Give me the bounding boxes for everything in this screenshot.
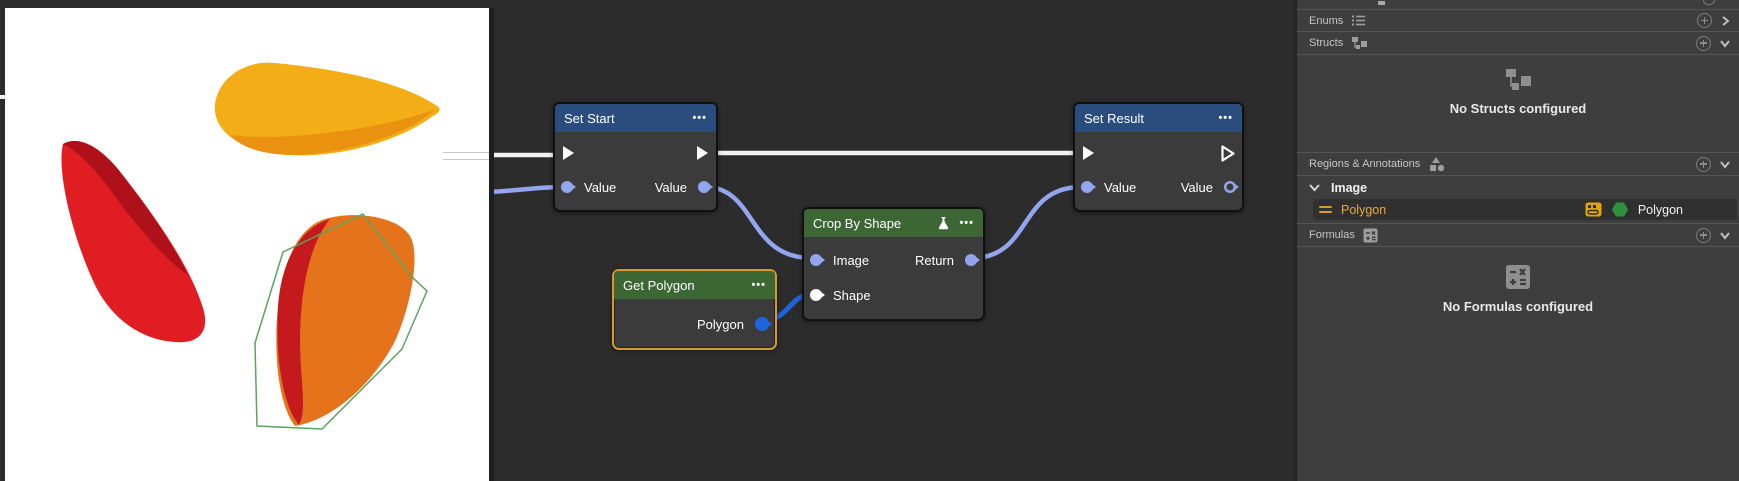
region-item-polygon[interactable]: Polygon Polygon bbox=[1313, 199, 1737, 220]
value-out-label: Value bbox=[1180, 179, 1213, 195]
exec-out-pin-hollow[interactable] bbox=[1220, 144, 1236, 163]
structs-label: Structs bbox=[1309, 37, 1344, 49]
shape-in-port[interactable] bbox=[810, 289, 825, 301]
orange-blob-shade bbox=[277, 219, 330, 425]
value-in-port[interactable] bbox=[1081, 181, 1096, 193]
section-partial-top bbox=[1297, 0, 1739, 10]
red-blob-shade bbox=[63, 141, 188, 275]
polygon-annotation-outline bbox=[254, 213, 428, 430]
value-pin-row: Value Value bbox=[555, 174, 716, 200]
node-title: Crop By Shape bbox=[813, 215, 902, 231]
node-crop-by-shape[interactable]: Crop By Shape ••• Image Return Shape bbox=[802, 207, 985, 321]
node-set-result[interactable]: Set Result ••• Value Value bbox=[1073, 102, 1244, 212]
wire-data-crop-return-to-set-result-value[interactable] bbox=[969, 184, 1083, 261]
image-group-row[interactable]: Image bbox=[1297, 176, 1739, 199]
shape-in-label: Shape bbox=[833, 287, 871, 303]
structs-tree-icon bbox=[1352, 37, 1368, 49]
ellipsis-icon[interactable]: ••• bbox=[1218, 111, 1233, 124]
image-return-row: Image Return bbox=[804, 247, 983, 273]
exec-pin-row bbox=[1075, 140, 1242, 166]
formulas-empty-icon bbox=[1506, 265, 1530, 289]
ellipsis-icon[interactable]: ••• bbox=[959, 216, 974, 229]
regions-shapes-icon bbox=[1430, 156, 1445, 171]
value-pin-row: Value Value bbox=[1075, 174, 1242, 200]
node-get-polygon[interactable]: Get Polygon ••• Polygon bbox=[612, 269, 777, 350]
enums-list-icon bbox=[1352, 15, 1366, 26]
chevron-right-icon[interactable] bbox=[1721, 15, 1730, 26]
exec-in-pin[interactable] bbox=[561, 144, 576, 162]
structs-empty-state: No Structs configured bbox=[1297, 55, 1739, 153]
value-out-port[interactable] bbox=[698, 181, 713, 193]
formulas-empty-text: No Formulas configured bbox=[1442, 299, 1594, 314]
value-out-label: Value bbox=[654, 179, 687, 195]
section-formulas[interactable]: Formulas bbox=[1297, 223, 1739, 247]
exec-out-pin[interactable] bbox=[695, 144, 710, 162]
exec-in-pin[interactable] bbox=[1081, 144, 1096, 162]
return-out-label: Return bbox=[914, 252, 954, 268]
image-in-label: Image bbox=[833, 252, 870, 268]
formulas-label: Formulas bbox=[1309, 229, 1355, 241]
value-in-label: Value bbox=[584, 179, 617, 195]
exec-pin-row bbox=[555, 140, 716, 166]
image-group-label: Image bbox=[1331, 180, 1368, 195]
drag-handle-icon[interactable] bbox=[1319, 206, 1332, 213]
wire-exec-over-panel bbox=[443, 152, 489, 160]
add-struct-button[interactable] bbox=[1696, 35, 1711, 51]
value-in-port[interactable] bbox=[561, 181, 576, 193]
annotation-film-icon bbox=[1585, 202, 1602, 217]
node-set-result-header[interactable]: Set Result ••• bbox=[1075, 104, 1242, 132]
chevron-down-icon[interactable] bbox=[1720, 39, 1730, 48]
node-title: Get Polygon bbox=[623, 277, 695, 293]
add-formula-button[interactable] bbox=[1696, 227, 1711, 243]
region-item-name: Polygon bbox=[1341, 202, 1387, 217]
add-enum-button[interactable] bbox=[1697, 13, 1712, 28]
node-get-polygon-header[interactable]: Get Polygon ••• bbox=[614, 271, 775, 299]
add-region-button[interactable] bbox=[1696, 156, 1711, 172]
preview-image bbox=[61, 62, 440, 430]
wire-data-set-start-to-crop-image[interactable] bbox=[703, 184, 813, 261]
clipped-icon-fragment bbox=[1378, 1, 1385, 5]
structs-empty-icon bbox=[1506, 69, 1531, 90]
shape-row: Shape bbox=[804, 282, 983, 308]
chevron-down-icon[interactable] bbox=[1309, 183, 1320, 192]
node-set-start-header[interactable]: Set Start ••• bbox=[555, 104, 716, 132]
structs-empty-text: No Structs configured bbox=[1449, 101, 1587, 116]
formulas-empty-state: No Formulas configured bbox=[1297, 247, 1739, 374]
node-set-start[interactable]: Set Start ••• Value Value bbox=[553, 102, 718, 212]
yellow-blob-shade bbox=[230, 109, 436, 155]
polygon-out-port[interactable] bbox=[755, 317, 772, 331]
chevron-down-icon[interactable] bbox=[1720, 231, 1730, 240]
ellipsis-icon[interactable]: ••• bbox=[751, 278, 766, 291]
formulas-calc-icon bbox=[1363, 228, 1378, 242]
value-out-port-hollow[interactable] bbox=[1224, 181, 1239, 193]
node-crop-by-shape-header[interactable]: Crop By Shape ••• bbox=[804, 209, 983, 237]
polygon-type-hexagon-icon bbox=[1611, 202, 1628, 217]
red-blob-shape bbox=[61, 141, 206, 343]
section-structs[interactable]: Structs bbox=[1297, 32, 1739, 55]
section-regions-annotations[interactable]: Regions & Annotations bbox=[1297, 153, 1739, 176]
section-enums[interactable]: Enums bbox=[1297, 10, 1739, 32]
flask-icon bbox=[937, 216, 950, 230]
region-item-type: Polygon bbox=[1637, 202, 1683, 217]
return-out-port[interactable] bbox=[965, 254, 980, 266]
clipped-plus-fragment bbox=[1703, 0, 1715, 5]
node-title: Set Result bbox=[1084, 110, 1144, 126]
enums-label: Enums bbox=[1309, 14, 1344, 27]
regions-label: Regions & Annotations bbox=[1309, 158, 1421, 170]
ellipsis-icon[interactable]: ••• bbox=[692, 111, 707, 124]
image-preview-panel[interactable] bbox=[5, 8, 494, 481]
chevron-down-icon[interactable] bbox=[1720, 160, 1730, 169]
orange-blob-shape bbox=[276, 215, 415, 426]
image-in-port[interactable] bbox=[810, 254, 825, 266]
polygon-out-label: Polygon bbox=[697, 316, 744, 332]
polygon-out-row: Polygon bbox=[614, 311, 775, 337]
value-in-label: Value bbox=[1104, 179, 1137, 195]
node-title: Set Start bbox=[564, 110, 615, 126]
properties-panel: Enums Structs bbox=[1294, 0, 1739, 481]
